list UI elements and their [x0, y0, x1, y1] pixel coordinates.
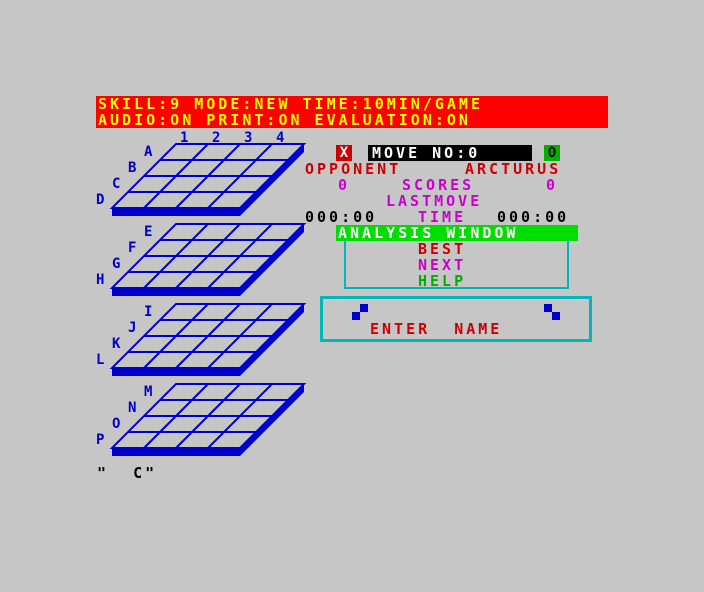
row-label-l: L — [96, 352, 104, 368]
analysis-window — [344, 240, 569, 289]
score-o: 0 — [546, 176, 559, 194]
grid-column-line — [175, 303, 241, 369]
column-label-4: 4 — [276, 130, 284, 146]
board-front-edge — [112, 448, 240, 456]
row-label-c: C — [112, 176, 120, 192]
opponent-label: OPPONENT — [305, 160, 402, 178]
row-label-a: A — [144, 144, 153, 160]
grid-column-line — [207, 143, 273, 209]
row-label-o: O — [112, 416, 120, 432]
row-label-j: J — [128, 320, 136, 336]
enter-name-prompt[interactable]: ENTER NAME — [370, 320, 503, 338]
board-front-edge — [112, 208, 240, 216]
row-label-b: B — [128, 160, 136, 176]
analysis-window-title: ANALYSIS WINDOW — [336, 225, 578, 241]
board-side-edge — [240, 384, 304, 456]
status-bar: SKILL:9 MODE:NEW TIME:10MIN/GAME AUDIO:O… — [96, 96, 608, 128]
row-label-e: E — [144, 224, 152, 240]
grid-column-line — [175, 223, 241, 289]
name-entry-box[interactable] — [320, 296, 592, 342]
row-label-g: G — [112, 256, 120, 272]
analysis-best[interactable]: BEST — [418, 240, 467, 258]
grid-column-line — [143, 383, 209, 449]
time-label: TIME — [418, 208, 467, 226]
scores-label: SCORES — [402, 176, 475, 194]
settings-line-2: AUDIO:ON PRINT:ON EVALUATION:ON — [98, 111, 471, 129]
board-front-edge — [112, 288, 240, 296]
board-side-edge — [240, 144, 304, 216]
lastmove-label: LASTMOVE — [386, 192, 483, 210]
grid-column-line — [207, 303, 273, 369]
column-label-2: 2 — [212, 130, 220, 146]
row-label-k: K — [112, 336, 121, 352]
move-number: MOVE NO:0 — [368, 145, 532, 161]
corner-glyph-icon — [352, 304, 368, 320]
column-label-3: 3 — [244, 130, 252, 146]
board-side-edge — [240, 304, 304, 376]
grid-column-line — [175, 143, 241, 209]
row-label-f: F — [128, 240, 136, 256]
command-input-line[interactable]: " C" — [97, 464, 158, 482]
grid-column-line — [175, 383, 241, 449]
grid-column-line — [207, 223, 273, 289]
row-label-i: I — [144, 304, 152, 320]
row-label-p: P — [96, 432, 104, 448]
analysis-help[interactable]: HELP — [418, 272, 467, 290]
player-o-indicator: O — [544, 145, 560, 161]
grid-column-line — [143, 223, 209, 289]
board-front-edge — [112, 368, 240, 376]
row-label-m: M — [144, 384, 152, 400]
grid-column-line — [143, 143, 209, 209]
settings-line-1: SKILL:9 MODE:NEW TIME:10MIN/GAME — [98, 95, 483, 113]
grid-column-line — [207, 383, 273, 449]
opponent-name: ARCTURUS — [465, 160, 562, 178]
row-label-h: H — [96, 272, 104, 288]
grid-column-line — [143, 303, 209, 369]
clock-x: 000:00 — [305, 208, 378, 226]
corner-glyph-icon — [544, 304, 560, 320]
analysis-next[interactable]: NEXT — [418, 256, 467, 274]
score-x: 0 — [338, 176, 351, 194]
column-label-1: 1 — [180, 130, 188, 146]
player-x-indicator: X — [336, 145, 352, 161]
row-label-n: N — [128, 400, 136, 416]
board-side-edge — [240, 224, 304, 296]
row-label-d: D — [96, 192, 104, 208]
clock-o: 000:00 — [497, 208, 570, 226]
